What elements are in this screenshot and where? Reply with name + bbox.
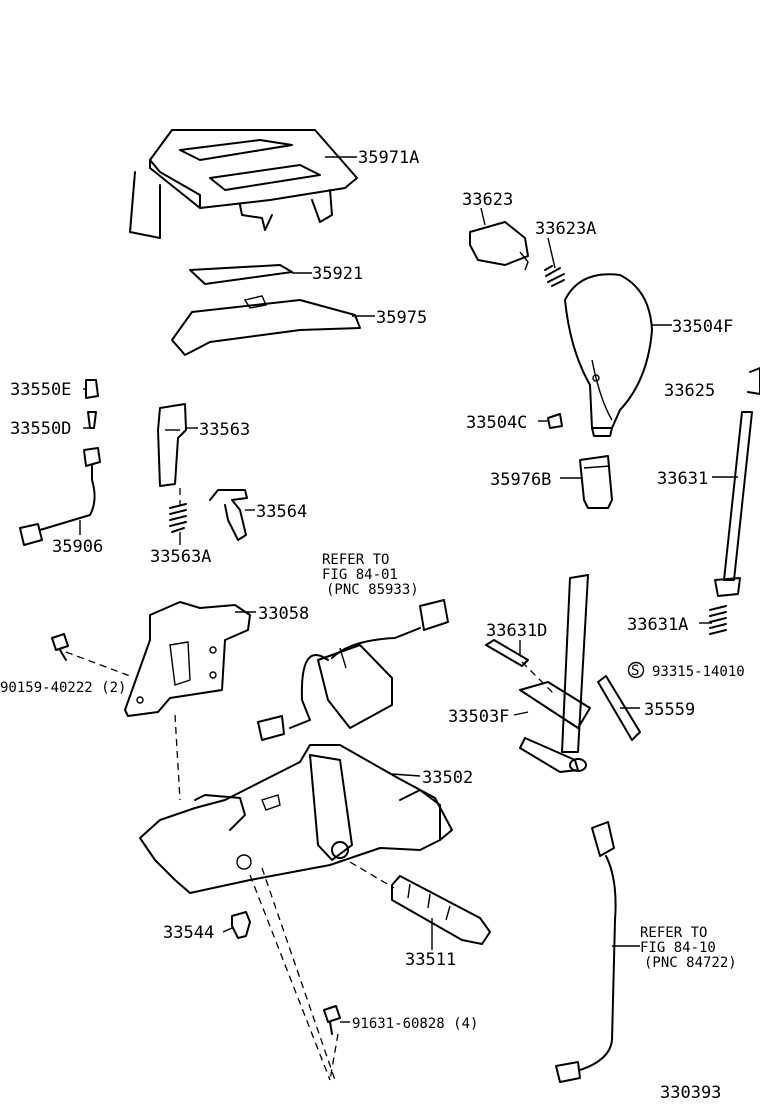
part-33058-bracket bbox=[124, 601, 251, 717]
label-33631: 33631 bbox=[657, 469, 708, 489]
part-35559-link bbox=[597, 675, 641, 741]
label-33625: 33625 bbox=[664, 381, 715, 401]
label-33631A: 33631A bbox=[627, 615, 688, 635]
part-33623A-spring bbox=[544, 265, 565, 287]
refer-85933-line2: FIG 84-01 bbox=[322, 567, 398, 583]
washer-symbol-circle bbox=[627, 661, 645, 679]
part-33503F-lever bbox=[519, 574, 591, 773]
harness-85933 bbox=[257, 599, 449, 741]
label-33503F: 33503F bbox=[448, 707, 509, 727]
part-33550D-bulb bbox=[87, 411, 97, 429]
label-35971A: 35971A bbox=[358, 148, 419, 168]
label-33550E: 33550E bbox=[10, 380, 71, 400]
refer-84722-line3: (PNC 84722) bbox=[644, 955, 737, 971]
part-33623-button bbox=[469, 221, 529, 271]
part-33625-knob-screw bbox=[747, 367, 760, 395]
label-35921: 35921 bbox=[312, 264, 363, 284]
part-35906-wire bbox=[19, 447, 101, 546]
part-33563-detent bbox=[157, 403, 187, 487]
part-33502-base bbox=[139, 744, 453, 894]
part-33504F-knob bbox=[564, 273, 653, 437]
label-33631D: 33631D bbox=[486, 621, 547, 641]
part-35921-pad bbox=[189, 264, 293, 285]
refer-84722-line2: FIG 84-10 bbox=[640, 940, 716, 956]
label-33504F: 33504F bbox=[672, 317, 733, 337]
label-33511: 33511 bbox=[405, 950, 456, 970]
part-33631D-pin bbox=[485, 639, 529, 667]
part-91631-bolt bbox=[323, 1005, 341, 1035]
label-33623: 33623 bbox=[462, 190, 513, 210]
label-33623A: 33623A bbox=[535, 219, 596, 239]
refer-85933-line1: REFER TO bbox=[322, 552, 389, 568]
label-35975: 35975 bbox=[376, 308, 427, 328]
assembly-dashed-lines bbox=[65, 488, 556, 1081]
label-35906: 35906 bbox=[52, 537, 103, 557]
figure-id: 330393 bbox=[660, 1083, 721, 1103]
refer-84722-line1: REFER TO bbox=[640, 925, 707, 941]
part-33511-pin bbox=[391, 875, 491, 945]
part-33563A-spring bbox=[169, 503, 187, 533]
part-35976B-boot bbox=[579, 455, 613, 509]
washer-symbol: S bbox=[631, 663, 639, 679]
label-91631: 91631-60828 (4) bbox=[352, 1016, 478, 1032]
part-35971A-bezel bbox=[129, 129, 358, 239]
part-33504C-screw bbox=[547, 413, 563, 429]
label-33504C: 33504C bbox=[466, 413, 527, 433]
label-33563A: 33563A bbox=[150, 547, 211, 567]
label-35559: 35559 bbox=[644, 700, 695, 720]
label-33564: 33564 bbox=[256, 502, 307, 522]
label-33563: 33563 bbox=[199, 420, 250, 440]
part-90159-bolt bbox=[51, 633, 69, 661]
part-33564-clip bbox=[209, 489, 248, 541]
label-33544: 33544 bbox=[163, 923, 214, 943]
part-33631A-spring bbox=[709, 605, 727, 635]
part-labels: 35971A 35921 35975 33623 33623A 33504F 3… bbox=[0, 148, 745, 1103]
leader-lines bbox=[79, 156, 738, 1023]
part-33631-rod bbox=[714, 411, 753, 597]
part-35975-tab bbox=[243, 295, 267, 309]
label-35976B: 35976B bbox=[490, 470, 551, 490]
label-93315: 93315-14010 bbox=[652, 664, 745, 680]
label-33058: 33058 bbox=[258, 604, 309, 624]
label-33550D: 33550D bbox=[10, 419, 71, 439]
part-33544-cap bbox=[231, 911, 251, 939]
refer-85933-line3: (PNC 85933) bbox=[326, 582, 419, 598]
part-33550E-cap bbox=[85, 379, 99, 399]
label-90159: 90159-40222 (2) bbox=[0, 680, 126, 696]
harness-84722 bbox=[555, 821, 617, 1083]
label-33502: 33502 bbox=[422, 768, 473, 788]
part-35975-plate bbox=[171, 299, 361, 356]
